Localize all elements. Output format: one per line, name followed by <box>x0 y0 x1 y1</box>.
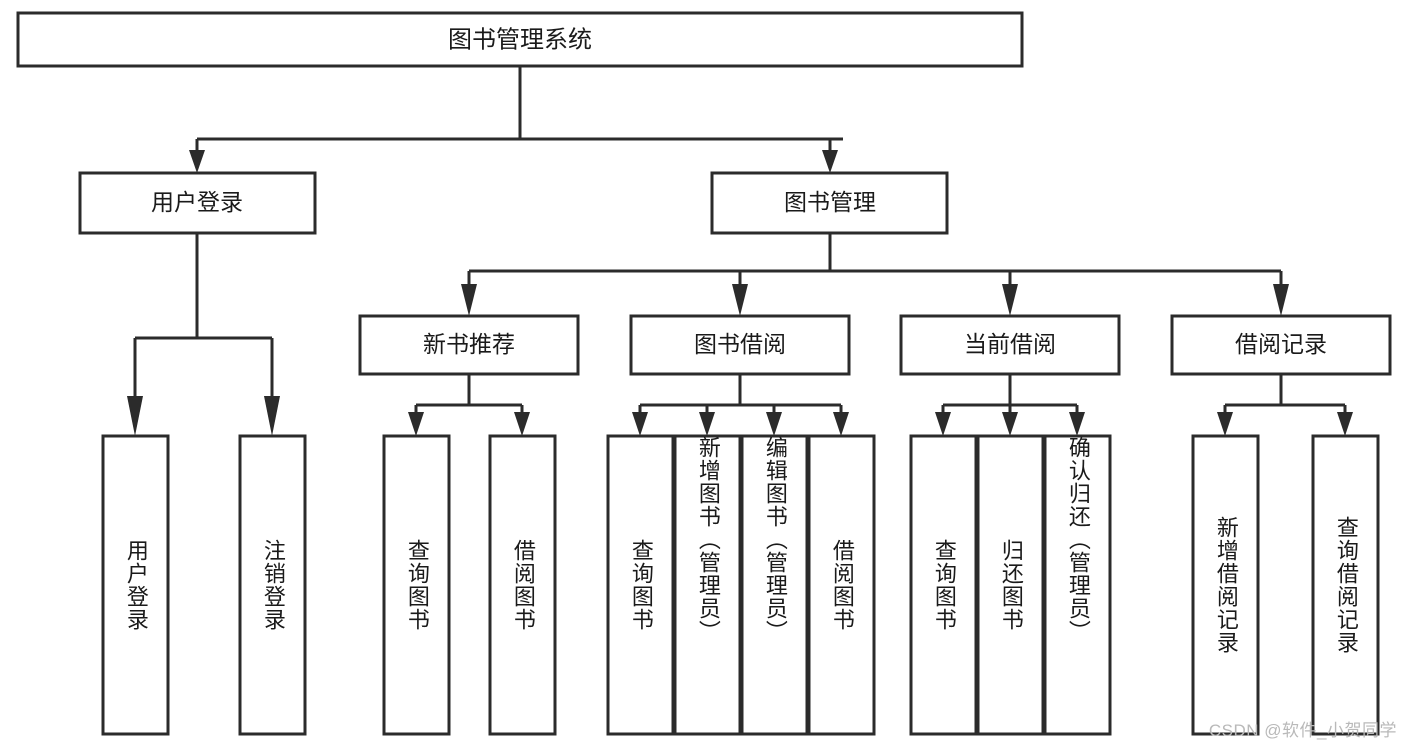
leaf-add-record-rect[interactable] <box>1191 434 1260 736</box>
node-current-borrow-label: 当前借阅 <box>964 331 1056 357</box>
leaf-borrow-book-1-rect[interactable] <box>488 434 557 736</box>
arrow-root-to-user-login <box>189 150 205 173</box>
node-current-borrow-rect[interactable] <box>899 314 1121 376</box>
node-book-borrow-rect[interactable] <box>629 314 851 376</box>
leaf-user-login-rect[interactable] <box>101 434 170 736</box>
node-new-book-rec-label: 新书推荐 <box>423 331 515 357</box>
connector-group-book-manage <box>461 233 1289 316</box>
arrow-to-leaf-add-record <box>1217 412 1233 436</box>
node-root[interactable]: 图书管理系统 <box>16 11 1024 68</box>
arrow-to-leaf-edit-book <box>766 412 782 436</box>
arrow-to-leaf-confirm-return <box>1069 412 1085 436</box>
leaf-query-book-2-rect[interactable] <box>606 434 675 736</box>
leaf-edit-book-rect[interactable] <box>740 434 809 736</box>
arrow-to-leaf-query-book-2 <box>632 412 648 436</box>
node-new-book-rec[interactable]: 新书推荐 <box>358 314 580 376</box>
leaf-query-record-rect[interactable] <box>1311 434 1380 736</box>
node-book-borrow[interactable]: 图书借阅 <box>629 314 851 376</box>
arrow-to-leaf-borrow-book-1 <box>514 412 530 436</box>
node-book-manage-label: 图书管理 <box>784 189 876 215</box>
node-current-borrow[interactable]: 当前借阅 <box>899 314 1121 376</box>
arrow-to-leaf-add-book <box>699 412 715 436</box>
arrow-to-leaf-user-login <box>127 396 143 436</box>
connector-group-root <box>189 66 843 173</box>
node-borrow-record-rect[interactable] <box>1170 314 1392 376</box>
leaf-box-group <box>101 434 1380 736</box>
arrow-to-leaf-query-book-3 <box>935 412 951 436</box>
arrow-to-leaf-borrow-book-2 <box>833 412 849 436</box>
arrow-to-book-borrow <box>732 284 748 316</box>
node-user-login-label: 用户登录 <box>151 189 243 215</box>
connector-group-new-book-rec <box>408 374 530 436</box>
leaf-query-book-1-rect[interactable] <box>382 434 451 736</box>
arrow-to-leaf-query-book-1 <box>408 412 424 436</box>
leaf-borrow-book-2-rect[interactable] <box>807 434 876 736</box>
arrow-root-to-book-manage <box>822 150 838 173</box>
arrow-to-new-book-rec <box>461 284 477 316</box>
arrow-to-leaf-logout-login <box>264 396 280 436</box>
leaf-return-book-rect[interactable] <box>976 434 1045 736</box>
csdn-watermark: CSDN @软件_小贺同学 <box>1208 721 1397 740</box>
arrow-to-leaf-return-book <box>1002 412 1018 436</box>
node-user-login[interactable]: 用户登录 <box>78 171 317 235</box>
leaf-add-book-rect[interactable] <box>673 434 742 736</box>
node-book-borrow-label: 图书借阅 <box>694 331 786 357</box>
connector-group-current-borrow <box>935 374 1085 436</box>
node-borrow-record[interactable]: 借阅记录 <box>1170 314 1392 376</box>
connector-group-borrow-record <box>1217 374 1353 436</box>
node-book-manage[interactable]: 图书管理 <box>710 171 949 235</box>
node-book-manage-rect[interactable] <box>710 171 949 235</box>
node-root-label: 图书管理系统 <box>448 26 592 53</box>
connector-group-book-borrow <box>632 374 849 436</box>
arrow-to-current-borrow <box>1002 284 1018 316</box>
node-new-book-rec-rect[interactable] <box>358 314 580 376</box>
node-root-rect[interactable] <box>16 11 1024 68</box>
node-borrow-record-label: 借阅记录 <box>1235 331 1327 357</box>
node-user-login-rect[interactable] <box>78 171 317 235</box>
leaf-confirm-return-rect[interactable] <box>1043 434 1112 736</box>
arrow-to-borrow-record <box>1273 284 1289 316</box>
leaf-query-book-3-rect[interactable] <box>909 434 978 736</box>
arrow-to-leaf-query-record <box>1337 412 1353 436</box>
connector-group-user-login <box>127 233 280 436</box>
leaf-logout-login-rect[interactable] <box>238 434 307 736</box>
